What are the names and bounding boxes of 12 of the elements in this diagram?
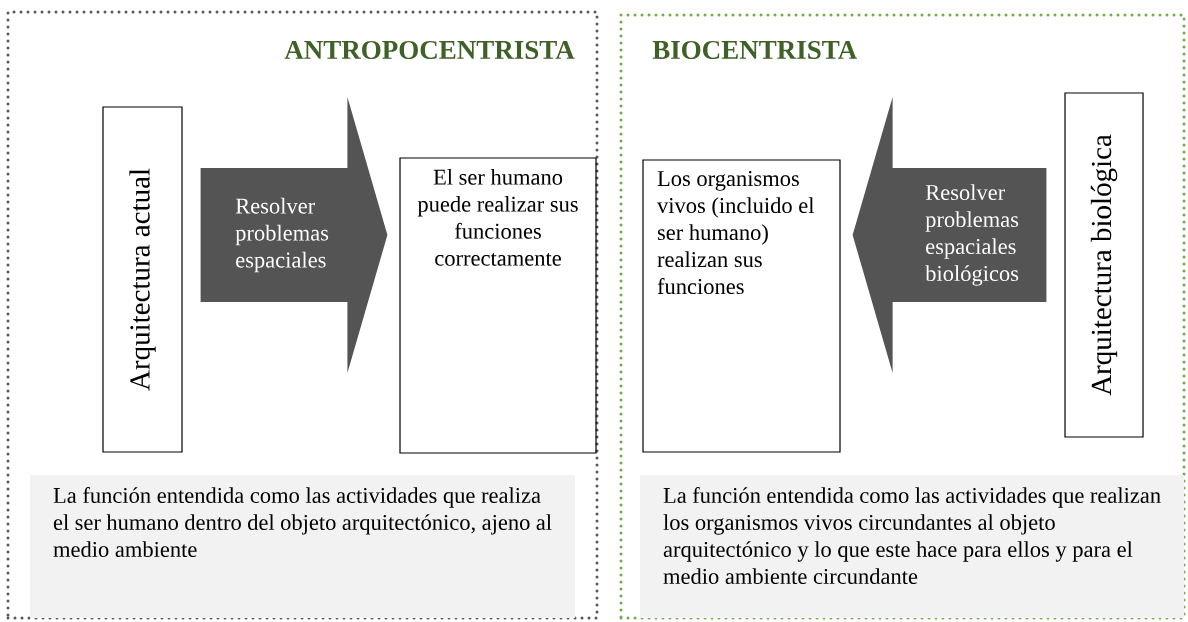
block-arrow bbox=[200, 97, 388, 373]
label-box: Arquitectura actual bbox=[102, 106, 183, 453]
arrow-label: Resolver problemas espaciales bbox=[235, 197, 329, 273]
note-box: La función entendida como las actividades que realiza el ser humano dentro del objeto arquitectónico, ajeno al medio ambiente bbox=[30, 475, 575, 618]
text-box: Los organismos vivos (incluido el ser humano) realizan sus funciones bbox=[642, 159, 841, 453]
label-box: Arquitectura biológica bbox=[1064, 92, 1144, 438]
panel-heading: ANTROPOCENTRISTA bbox=[284, 40, 575, 60]
panel-heading: BIOCENTRISTA bbox=[652, 40, 858, 60]
block-arrow bbox=[852, 97, 1047, 373]
text-box: El ser humano puede realizar sus funciones correctamente bbox=[399, 157, 597, 454]
arrow-label: Resolver problemas espaciales biológicos bbox=[925, 184, 1019, 286]
note-box: La función entendida como las actividades que realizan los organismos vivos circundantes al objeto arquitectónico y lo que este hace para ellos y para el medio ambiente circundante bbox=[640, 475, 1184, 618]
